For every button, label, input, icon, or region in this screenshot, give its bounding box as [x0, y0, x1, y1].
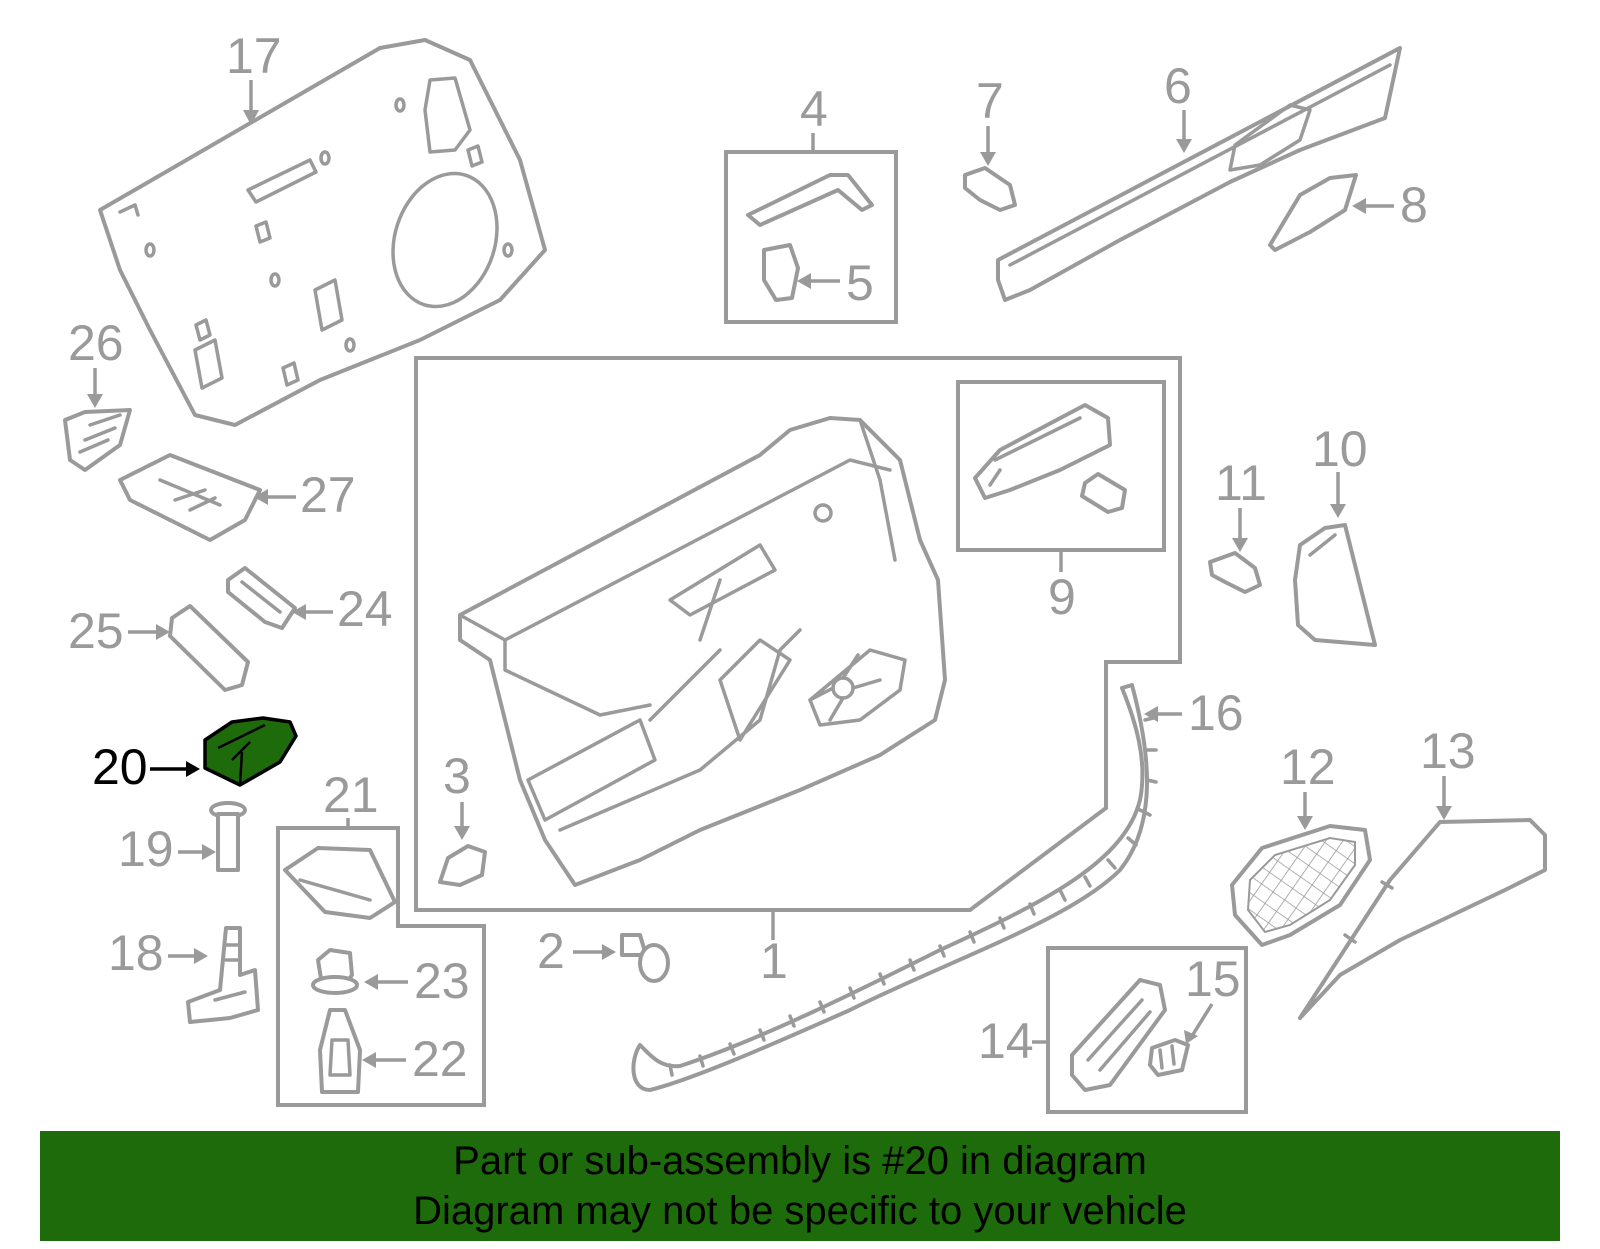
part-21-lamp-housing[interactable] [283, 846, 397, 920]
group-4-box [724, 150, 898, 324]
part-18-sensor[interactable] [186, 926, 260, 1024]
part-23-lamp-socket[interactable] [311, 948, 359, 995]
arrow-18 [194, 948, 208, 964]
label-11: 11 [1215, 455, 1267, 511]
part-25-switch-cover[interactable] [168, 604, 250, 692]
part-20-highlighted[interactable] [203, 716, 298, 787]
arrow-19 [202, 844, 216, 860]
part-10-trim-cover[interactable] [1293, 523, 1377, 647]
label-13: 13 [1420, 723, 1476, 779]
label-2: 2 [537, 923, 565, 979]
part-14-switch-bezel[interactable] [1070, 978, 1167, 1092]
arrow-24 [292, 604, 306, 620]
label-3: 3 [443, 748, 471, 804]
part-5-clip[interactable] [762, 243, 800, 302]
info-banner: Part or sub-assembly is #20 in diagram D… [40, 1131, 1560, 1241]
arrow-12 [1297, 816, 1313, 830]
label-25: 25 [68, 603, 124, 659]
arrow-15 [1184, 1030, 1198, 1044]
part-3-plug[interactable] [438, 844, 487, 887]
banner-line-2: Diagram may not be specific to your vehi… [413, 1189, 1187, 1233]
label-20: 20 [92, 739, 148, 795]
group-14-box [1046, 946, 1248, 1114]
part-1-door-trim-panel[interactable] [458, 416, 947, 887]
part-16-weatherstrip[interactable] [631, 683, 1158, 1092]
part-26-clip[interactable] [63, 408, 132, 472]
label-22: 22 [412, 1031, 468, 1087]
part-6-armrest-trim[interactable] [996, 46, 1402, 302]
part-13-trim-panel[interactable] [1298, 818, 1547, 1020]
arrow-26 [87, 394, 103, 408]
label-14: 14 [978, 1013, 1034, 1069]
part-8-cover[interactable] [1268, 173, 1358, 252]
arrow-20 [186, 761, 200, 777]
group-1-box [414, 356, 1182, 912]
label-16: 16 [1188, 685, 1244, 741]
part-7-clip[interactable] [963, 166, 1017, 212]
leader-15 [1190, 1003, 1214, 1037]
arrow-17 [243, 110, 259, 125]
part-27-bracket[interactable] [118, 453, 262, 542]
label-21: 21 [323, 767, 379, 823]
label-5: 5 [846, 255, 874, 311]
label-7: 7 [976, 73, 1004, 129]
label-27: 27 [300, 467, 356, 523]
label-6: 6 [1164, 58, 1192, 114]
arrow-5 [797, 273, 811, 289]
label-9: 9 [1048, 569, 1076, 625]
part-9-handle-bracket[interactable] [973, 403, 1127, 514]
arrow-27 [254, 489, 268, 505]
label-1: 1 [760, 933, 788, 989]
label-4: 4 [800, 81, 828, 137]
label-10: 10 [1312, 421, 1368, 477]
label-12: 12 [1280, 739, 1336, 795]
banner-line-1: Part or sub-assembly is #20 in diagram [453, 1139, 1147, 1183]
part-17-door-inner-panel[interactable] [98, 38, 547, 427]
arrow-22 [362, 1052, 376, 1068]
label-18: 18 [108, 925, 164, 981]
arrow-11 [1232, 538, 1248, 552]
arrow-25 [156, 624, 170, 640]
arrow-7 [980, 152, 996, 166]
info-banner-bg [40, 1131, 1560, 1241]
part-12-speaker-grille[interactable] [1230, 824, 1372, 947]
arrow-23 [364, 974, 378, 990]
label-19: 19 [118, 821, 174, 877]
arrow-3 [454, 826, 470, 840]
part-11-clip[interactable] [1208, 551, 1262, 594]
arrow-6 [1176, 139, 1192, 153]
part-15-switch[interactable] [1148, 1038, 1190, 1077]
part-24-switch-cap[interactable] [226, 566, 297, 630]
arrow-13 [1436, 806, 1452, 820]
arrow-2 [602, 944, 616, 960]
part-2-screw[interactable] [620, 933, 670, 983]
label-17: 17 [226, 28, 282, 84]
label-26: 26 [68, 315, 124, 371]
label-23: 23 [414, 953, 470, 1009]
label-8: 8 [1400, 177, 1428, 233]
arrow-16 [1144, 706, 1158, 722]
part-22-bulb[interactable] [318, 1008, 362, 1094]
label-15: 15 [1185, 951, 1241, 1007]
arrow-8 [1352, 198, 1366, 214]
part-4-bracket[interactable] [746, 173, 874, 227]
label-24: 24 [337, 581, 393, 637]
arrow-10 [1330, 504, 1346, 518]
group-21-box [276, 826, 486, 1107]
part-19-pin[interactable] [209, 801, 247, 872]
